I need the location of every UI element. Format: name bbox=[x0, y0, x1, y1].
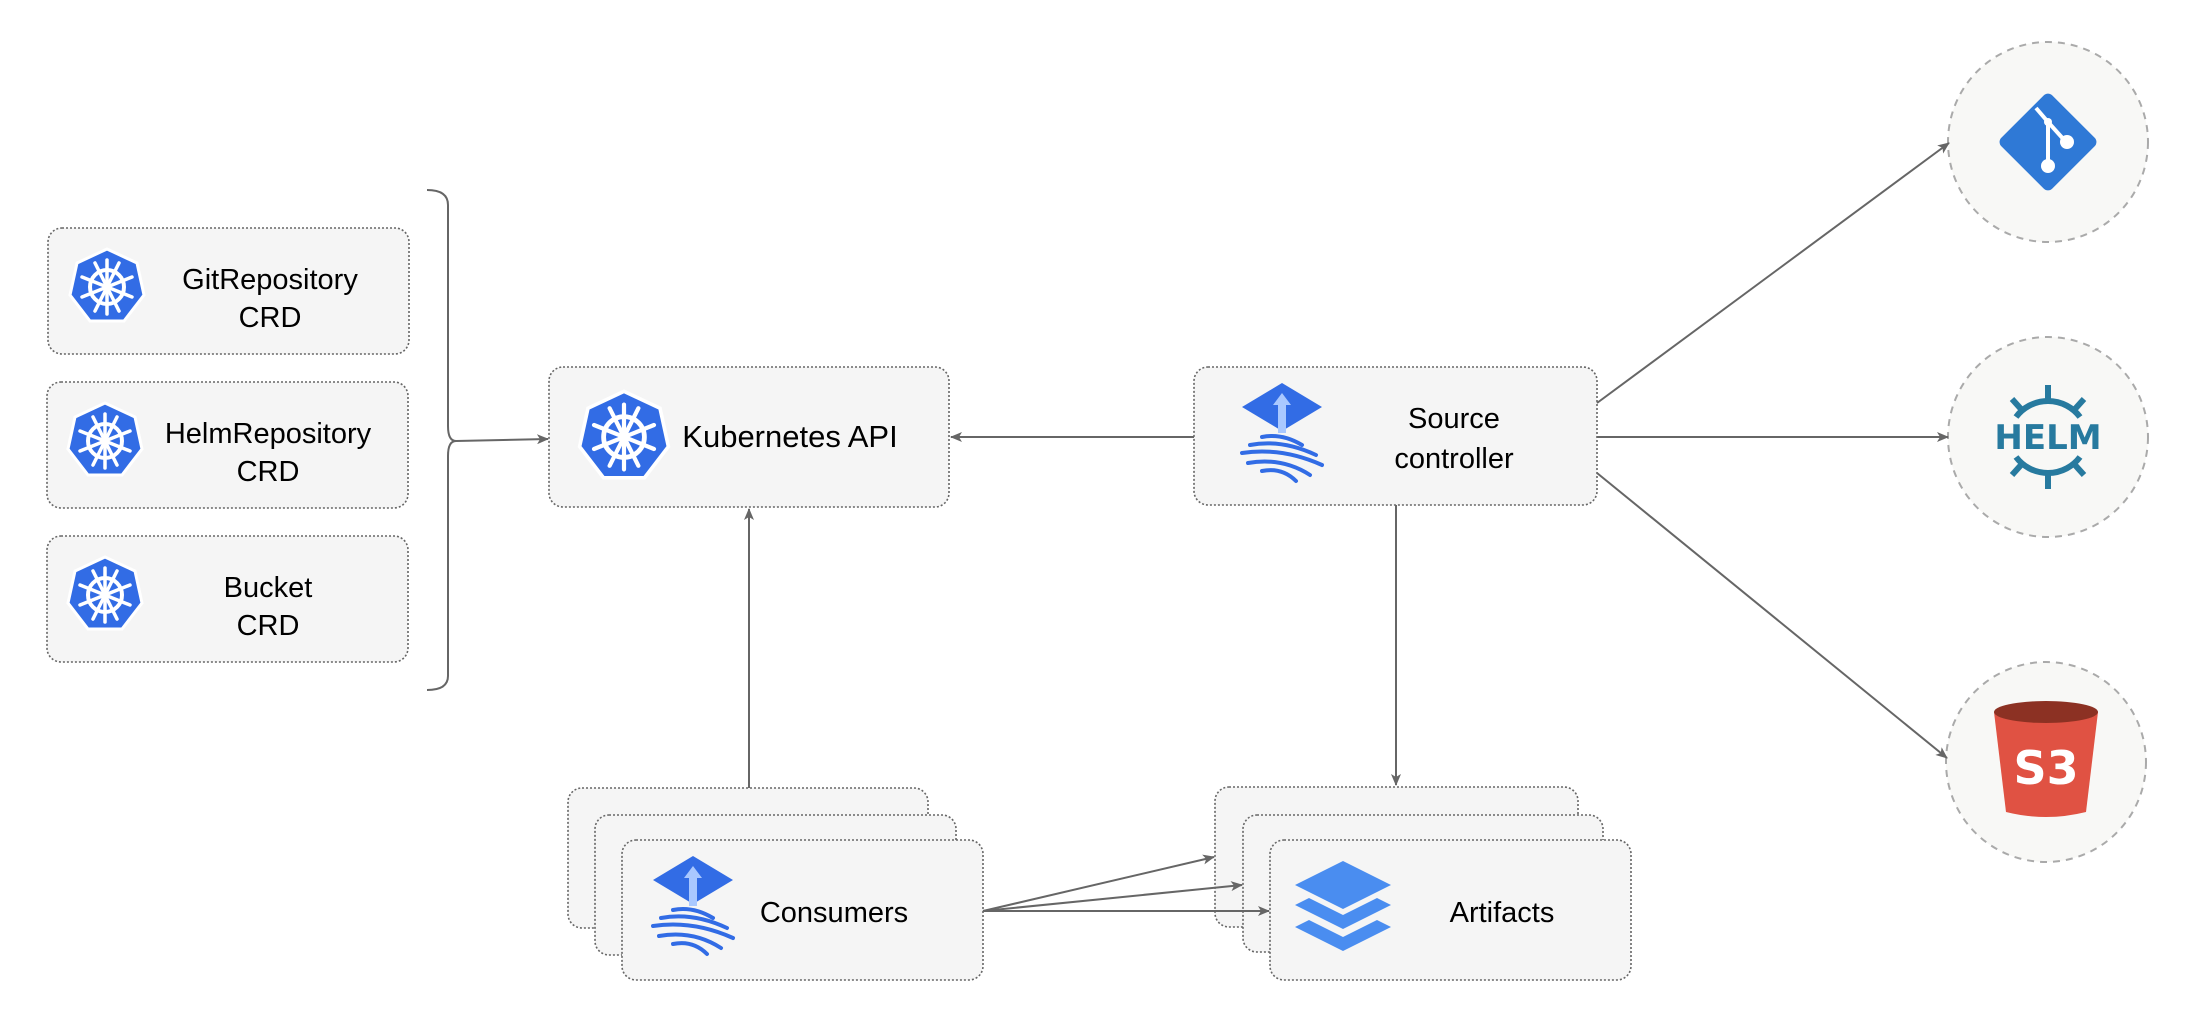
git-icon bbox=[1999, 93, 2097, 191]
helm-source[interactable]: HELM bbox=[1947, 336, 2149, 538]
crd-bucket[interactable]: Bucket CRD bbox=[46, 535, 409, 663]
crd-label: CRD bbox=[237, 456, 300, 488]
crd-group-brace bbox=[426, 189, 457, 691]
artifacts-node[interactable]: Artifacts bbox=[1214, 786, 1632, 981]
kubernetes-icon bbox=[580, 391, 669, 477]
kubernetes-icon bbox=[66, 401, 144, 477]
kubernetes-icon bbox=[68, 247, 146, 323]
crd-label: CRD bbox=[237, 610, 300, 642]
helm-text: HELM bbox=[1994, 418, 2101, 458]
edge-consumers-to-artifacts bbox=[982, 881, 1243, 912]
helm-icon: HELM bbox=[1994, 385, 2102, 489]
crd-helmrepository[interactable]: HelmRepository CRD bbox=[46, 381, 409, 509]
s3-bucket-icon: S3 bbox=[1994, 701, 2098, 817]
edge-consumers-to-artifacts bbox=[982, 854, 1215, 912]
edge-source-to-s3 bbox=[1596, 472, 1948, 759]
source-controller-label: controller bbox=[1394, 443, 1514, 475]
crd-label: HelmRepository bbox=[165, 418, 372, 450]
crd-label: Bucket bbox=[224, 572, 313, 604]
s3-source[interactable]: S3 bbox=[1945, 661, 2147, 863]
edge-crds-to-kubernetes-api bbox=[455, 434, 549, 445]
consumers-label: Consumers bbox=[760, 897, 908, 929]
artifacts-label: Artifacts bbox=[1450, 897, 1555, 929]
kubernetes-api-label: Kubernetes API bbox=[682, 419, 897, 454]
kubernetes-api-node[interactable]: Kubernetes API bbox=[548, 366, 950, 508]
source-controller-node[interactable]: Source controller bbox=[1193, 366, 1598, 506]
crd-label: GitRepository bbox=[182, 264, 358, 296]
git-source[interactable] bbox=[1947, 41, 2149, 243]
crd-label: CRD bbox=[239, 302, 302, 334]
consumers-node[interactable]: Consumers bbox=[567, 787, 984, 981]
kubernetes-icon bbox=[66, 555, 144, 631]
edge-source-to-git bbox=[1596, 142, 1950, 404]
crd-gitrepository[interactable]: GitRepository CRD bbox=[47, 227, 410, 355]
source-controller-label: Source bbox=[1408, 403, 1500, 435]
s3-text: S3 bbox=[2013, 741, 2078, 795]
